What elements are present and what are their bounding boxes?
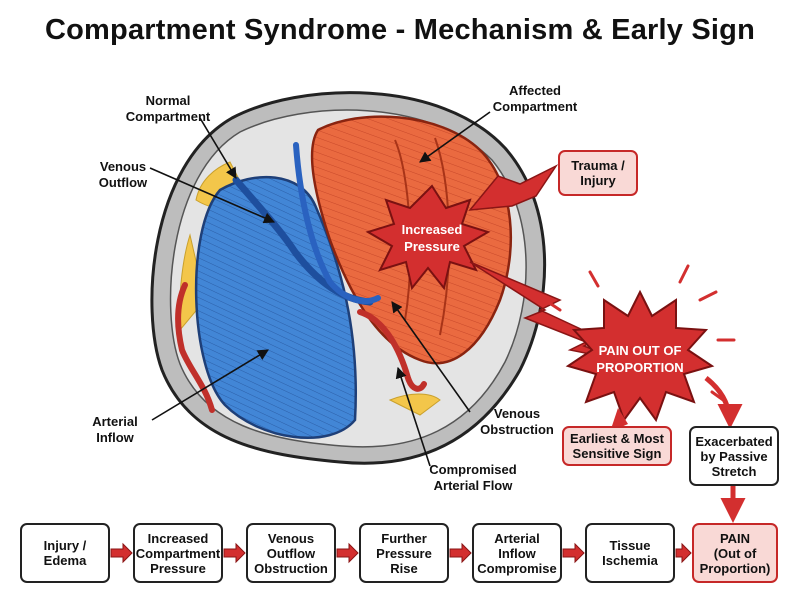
passive-stretch-callout: Exacerbated by Passive Stretch [689, 426, 779, 486]
leader-venous-outflow [149, 167, 276, 224]
label-normal-compartment: Normal Compartment [125, 93, 211, 124]
label-venous-obstruction: Venous Obstruction [480, 406, 554, 437]
earliest-sign-callout: Earliest & Most Sensitive Sign [562, 426, 672, 466]
increased-pressure-text: Increased Pressure [401, 222, 463, 254]
label-arterial-inflow: Arterial Inflow [92, 414, 138, 445]
leader-affected [419, 111, 491, 163]
trauma-callout: Trauma / Injury [558, 150, 638, 196]
flow-step-2: Increased Compartment Pressure [133, 523, 223, 583]
flow-step-3: Venous Outflow Obstruction [246, 523, 336, 583]
pain-out-of-proportion-text: PAIN OUT OF PROPORTION [596, 343, 684, 375]
flow-step-6: Tissue Ischemia [585, 523, 675, 583]
flow-arrows [110, 542, 692, 564]
trauma-arrow [468, 164, 559, 211]
artery-vessel [175, 282, 215, 413]
increased-pressure-burst [365, 184, 491, 291]
leader-normal [199, 117, 237, 179]
flow-step-7: PAIN (Out of Proportion) [692, 523, 778, 583]
label-venous-outflow: Venous Outflow [98, 159, 148, 190]
flow-step-4: Further Pressure Rise [359, 523, 449, 583]
page-title: Compartment Syndrome - Mechanism & Early… [45, 14, 755, 46]
leader-compromised-arterial [395, 366, 431, 467]
leader-venous-obstruction [391, 301, 471, 413]
label-affected-compartment: Affected Compartment [492, 83, 578, 114]
label-compromised-arterial-flow: Compromised Arterial Flow [429, 462, 517, 493]
leader-arterial-inflow [151, 349, 269, 421]
flow-step-1: Injury / Edema [20, 523, 110, 583]
pain-burst [565, 289, 715, 423]
flow-step-5: Arterial Inflow Compromise [472, 523, 562, 583]
